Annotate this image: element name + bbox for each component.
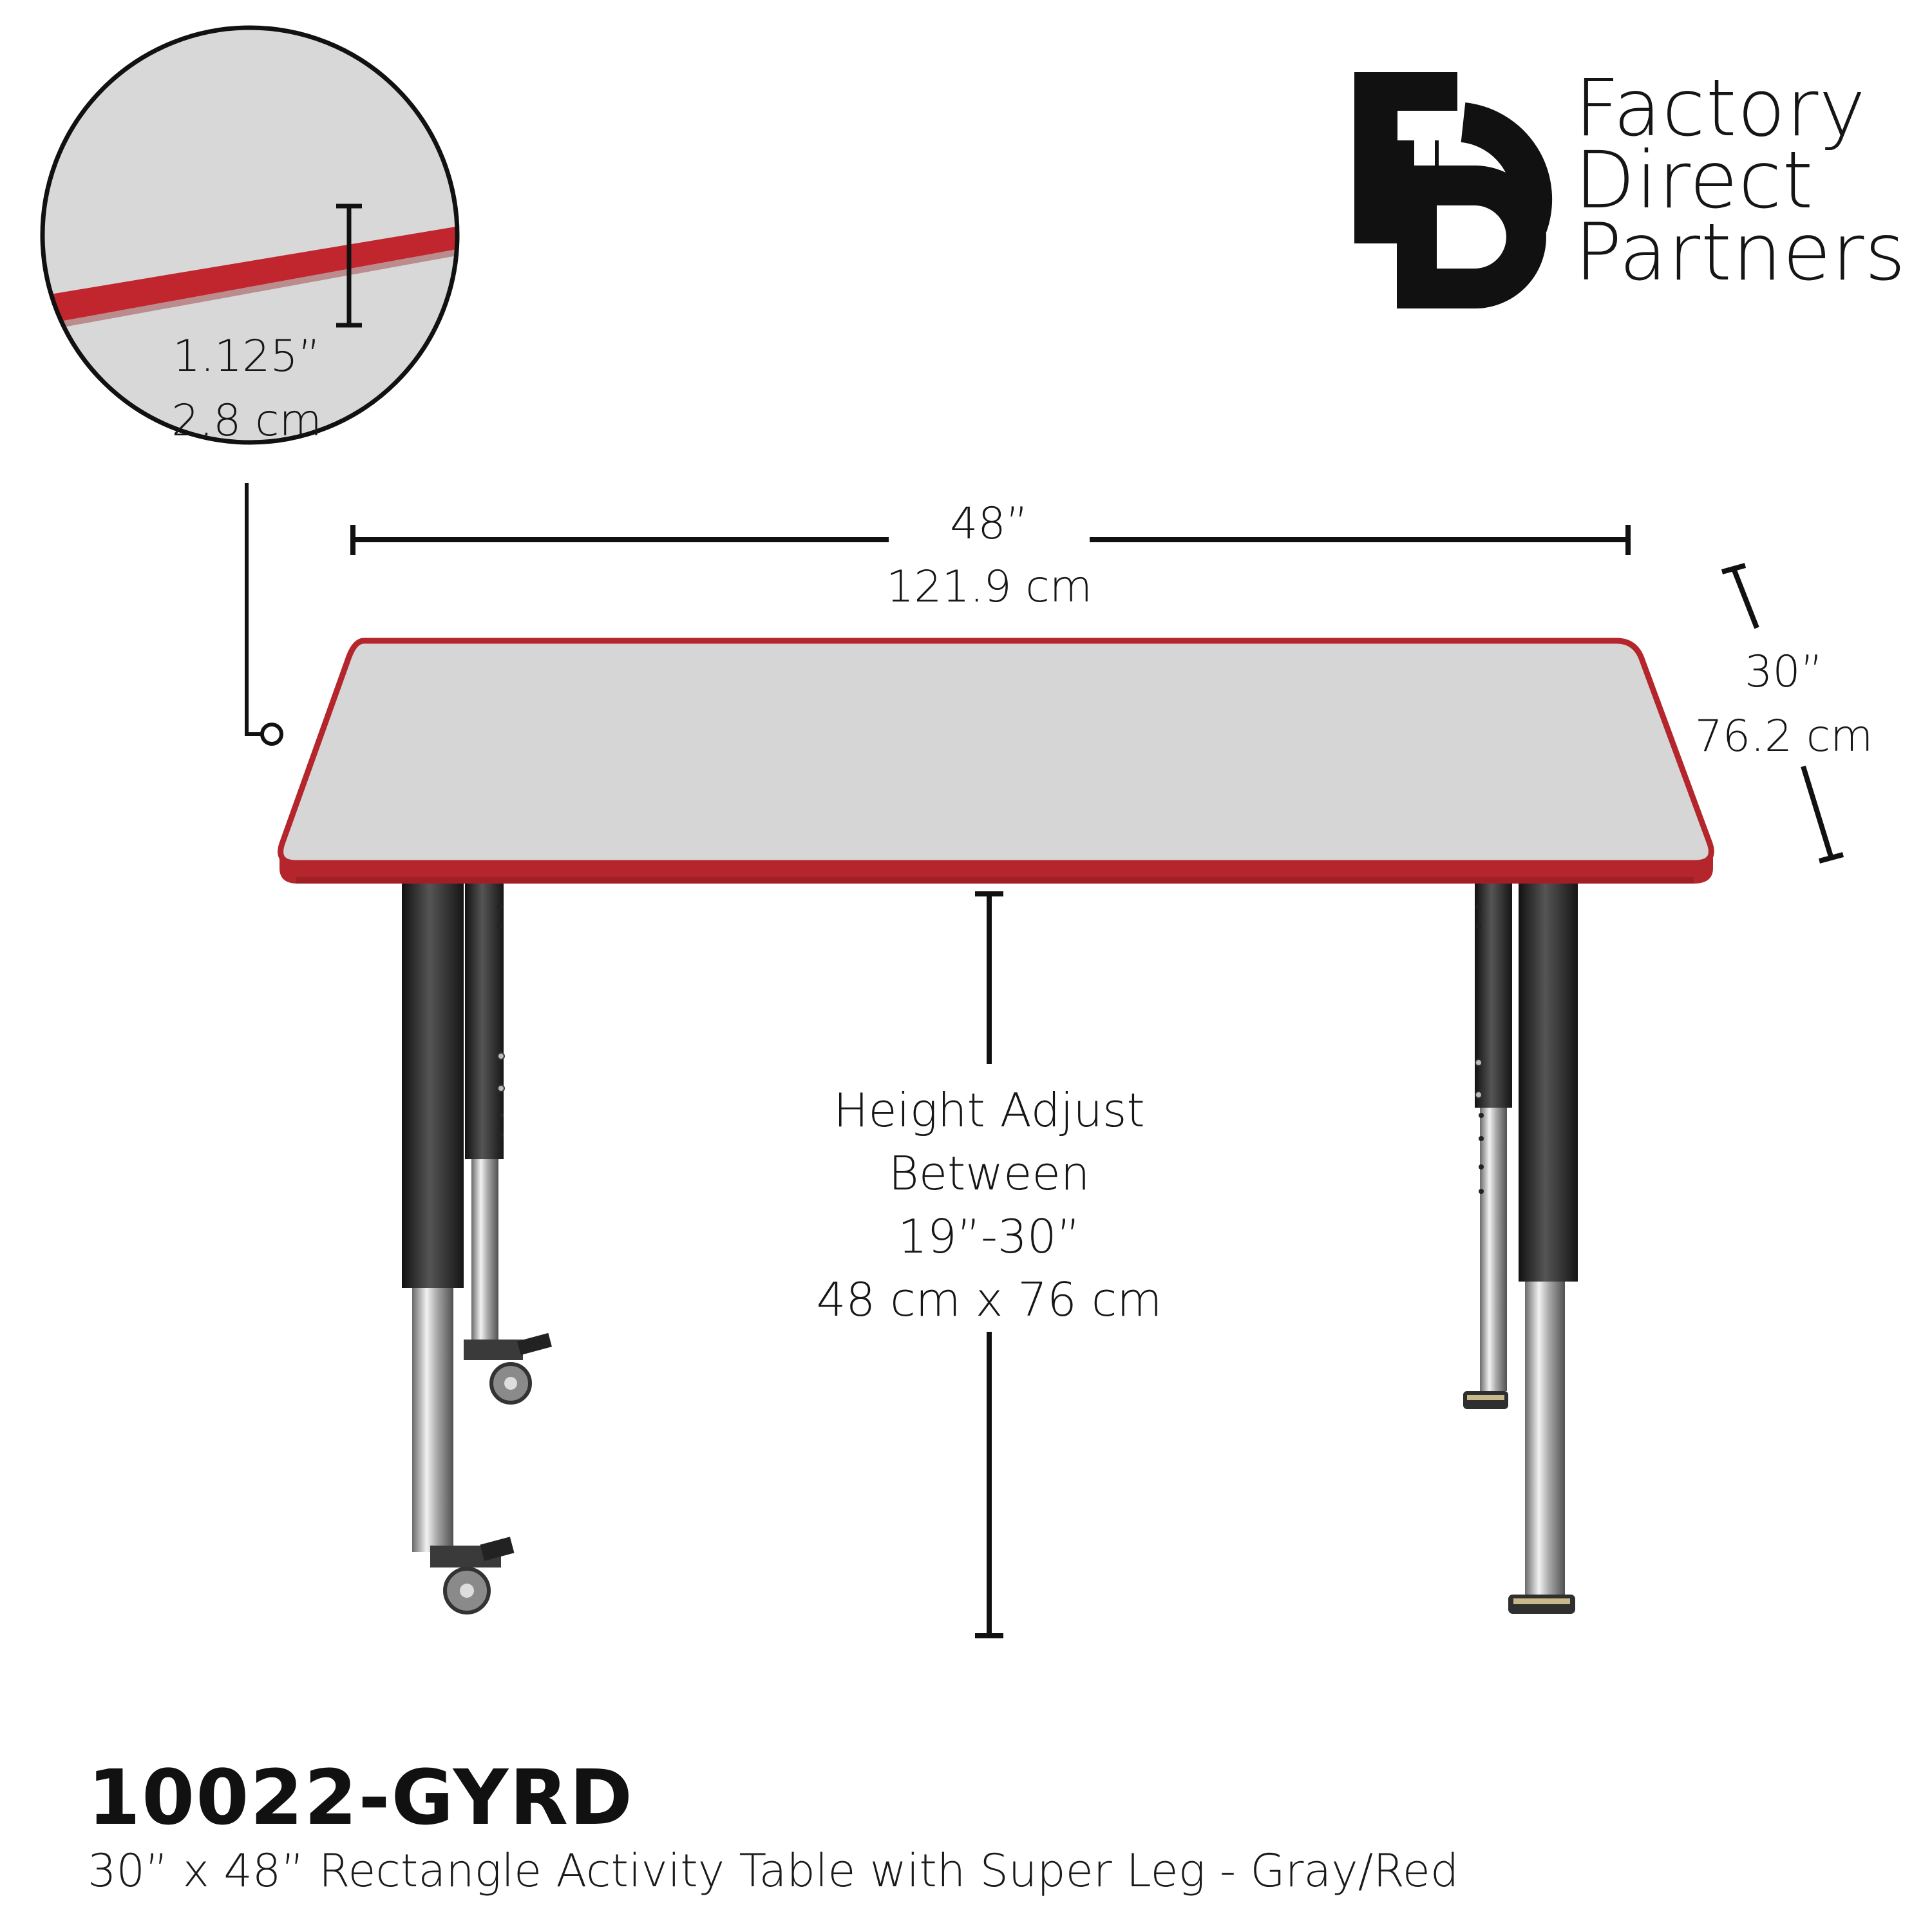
callout-anchor-dot [260,723,283,746]
thickness-marker [336,204,362,328]
edge-detail-circle [40,25,460,746]
depth-dimension-line [1721,563,1844,864]
table-legs [402,876,1578,1615]
height-label-line-4: 48 cm x 76 cm [816,1273,1162,1327]
height-dimension-line [975,891,1003,1638]
thickness-inches-label: 1.125” [173,331,321,382]
brand-logo-icon [1354,72,1553,308]
depth-cm-label: 76.2 cm [1694,711,1873,762]
width-cm-label: 121.9 cm [886,562,1092,612]
brand-name-line-1: Factory [1575,62,1866,154]
height-label-line-1: Height Adjust [833,1083,1145,1137]
product-description: 30” x 48” Rectangle Activity Table with … [88,1844,1459,1897]
brand-name: Factory Direct Partners [1575,62,1906,298]
thickness-cm-label: 2.8 cm [171,395,322,446]
tabletop [278,638,1714,884]
width-dimension-line [350,525,1631,555]
width-inches-label: 48” [950,498,1028,549]
brand-name-line-3: Partners [1575,207,1906,298]
depth-inches-label: 30” [1745,647,1823,697]
callout-leader-line [245,483,261,736]
height-label-line-3: 19”-30” [898,1209,1081,1264]
height-label-line-2: Between [888,1146,1090,1200]
brand-name-line-2: Direct [1575,135,1814,226]
product-model-number: 10022-GYRD [88,1753,634,1842]
